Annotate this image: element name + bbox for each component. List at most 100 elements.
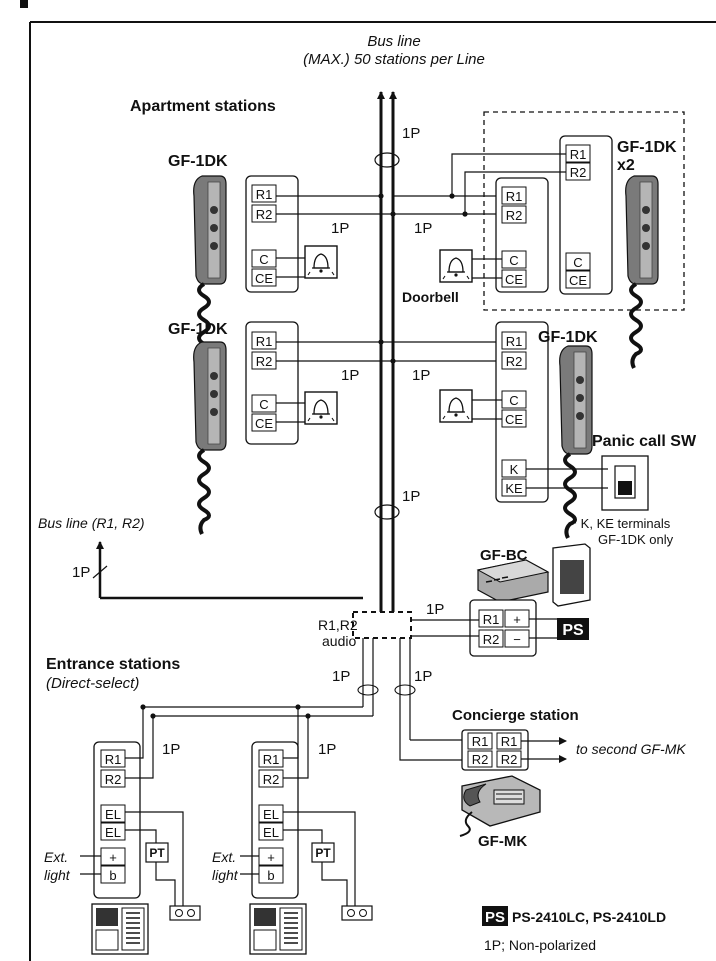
terminal-r1: R1 bbox=[472, 734, 489, 749]
junction-label-audio: audio bbox=[322, 633, 356, 649]
station-model-label: GF-1DK bbox=[617, 139, 677, 156]
terminal-r1: R1 bbox=[256, 334, 273, 349]
terminal-c: C bbox=[259, 252, 268, 267]
terminal-plus: + bbox=[109, 850, 117, 865]
twist-marker bbox=[374, 152, 400, 168]
pair-label: 1P bbox=[341, 367, 359, 384]
pair-label: 1P bbox=[402, 125, 420, 142]
bell-icon bbox=[304, 391, 338, 425]
terminal-r2: R2 bbox=[501, 752, 518, 767]
terminal-r2: R2 bbox=[263, 772, 280, 787]
terminal-r2: R2 bbox=[570, 165, 587, 180]
door-lock-icon bbox=[169, 905, 201, 921]
pair-label: 1P bbox=[426, 601, 444, 618]
terminal-c: C bbox=[573, 255, 582, 270]
pt-box bbox=[311, 842, 335, 863]
ps-legend-badge bbox=[482, 906, 508, 926]
ext-light-label-2: light bbox=[212, 867, 239, 883]
pt-label: PT bbox=[315, 846, 331, 860]
adapter-icon bbox=[476, 559, 550, 603]
terminal-minus: − bbox=[513, 632, 521, 647]
pair-label: 1P bbox=[412, 367, 430, 384]
terminal-c: C bbox=[509, 393, 518, 408]
entrance-stations-heading: Entrance stations bbox=[46, 656, 180, 673]
k-terminal-note: * K, KE terminals bbox=[572, 516, 671, 531]
terminal-r2: R2 bbox=[256, 354, 273, 369]
bell-icon bbox=[439, 389, 473, 423]
terminal-ce: CE bbox=[505, 272, 523, 287]
ext-light-label: Ext. bbox=[44, 849, 68, 865]
station-model-label: GF-1DK bbox=[168, 153, 228, 170]
terminal-ce: CE bbox=[505, 412, 523, 427]
pair-label: 1P bbox=[331, 220, 349, 237]
terminal-el: EL bbox=[105, 825, 121, 840]
terminal-ce: CE bbox=[255, 416, 273, 431]
handset-icon bbox=[557, 344, 594, 540]
station-model-label: GF-1DK bbox=[538, 329, 598, 346]
pt-box bbox=[145, 842, 169, 863]
terminal-r1: R1 bbox=[570, 147, 587, 162]
terminal-el: EL bbox=[263, 807, 279, 822]
doorbell-label: Doorbell bbox=[402, 289, 459, 305]
terminal-r2: R2 bbox=[472, 752, 489, 767]
terminal-ke: KE bbox=[505, 481, 523, 496]
telephone-icon bbox=[459, 775, 541, 837]
terminal-r2: R2 bbox=[506, 354, 523, 369]
keypad-icon bbox=[249, 903, 307, 955]
to-second-gfmk-label: to second GF-MK bbox=[576, 741, 686, 757]
corner-mark bbox=[20, 0, 28, 8]
terminal-r2: R2 bbox=[506, 208, 523, 223]
bell-icon bbox=[304, 245, 338, 279]
terminal-r2: R2 bbox=[483, 632, 500, 647]
terminal-el: EL bbox=[263, 825, 279, 840]
terminal-r1: R1 bbox=[105, 752, 122, 767]
ps-badge-label: PS bbox=[562, 622, 584, 639]
non-polarized-note: 1P; Non-polarized bbox=[484, 937, 596, 953]
apartment-stations-heading: Apartment stations bbox=[130, 98, 276, 115]
pt-label: PT bbox=[149, 846, 165, 860]
door-lock-icon bbox=[341, 905, 373, 921]
handset-icon bbox=[623, 174, 660, 370]
pair-label: 1P bbox=[414, 668, 432, 685]
adapter-model-label: GF-BC bbox=[480, 547, 528, 564]
bus-line-title: Bus line bbox=[367, 33, 420, 50]
adapter-terminal-block bbox=[469, 599, 537, 657]
bus-line-subtitle: (MAX.) 50 stations per Line bbox=[303, 51, 485, 68]
pair-label: 1P bbox=[414, 220, 432, 237]
ext-light-label-2: light bbox=[44, 867, 71, 883]
twist-marker bbox=[374, 504, 400, 520]
station-model-label: GF-1DK bbox=[168, 321, 228, 338]
junction-box bbox=[352, 611, 412, 639]
quantity-label: x2 bbox=[617, 157, 635, 174]
ps-badge bbox=[557, 618, 589, 640]
pair-label: 1P bbox=[402, 488, 420, 505]
ext-light-label: Ext. bbox=[212, 849, 236, 865]
bus-line-r1r2-label: Bus line (R1, R2) bbox=[38, 515, 145, 531]
concierge-station-heading: Concierge station bbox=[452, 707, 579, 724]
power-supply-icon bbox=[552, 543, 591, 607]
k-terminal-note-2: GF-1DK only bbox=[598, 532, 674, 547]
terminal-r1: R1 bbox=[483, 612, 500, 627]
terminal-r1: R1 bbox=[501, 734, 518, 749]
terminal-b: b bbox=[267, 868, 274, 883]
terminal-c: C bbox=[509, 253, 518, 268]
terminal-r1: R1 bbox=[263, 752, 280, 767]
terminal-r2: R2 bbox=[256, 207, 273, 222]
pair-label: 1P bbox=[332, 668, 350, 685]
terminal-plus: + bbox=[513, 612, 521, 627]
bell-icon bbox=[439, 249, 473, 283]
handset-icon bbox=[191, 340, 228, 536]
terminal-r1: R1 bbox=[506, 189, 523, 204]
junction-label-r1r2: R1,R2 bbox=[318, 617, 358, 633]
handset-icon bbox=[191, 174, 228, 370]
pair-label: 1P bbox=[72, 564, 90, 581]
terminal-b: b bbox=[109, 868, 116, 883]
ps-legend-badge-label: PS bbox=[485, 909, 505, 926]
ps-models-label: PS-2410LC, PS-2410LD bbox=[512, 909, 666, 925]
terminal-k: K bbox=[510, 462, 519, 477]
terminal-c: C bbox=[259, 397, 268, 412]
panic-call-switch-label: Panic call SW bbox=[592, 433, 697, 450]
optional-station-group bbox=[483, 111, 685, 311]
